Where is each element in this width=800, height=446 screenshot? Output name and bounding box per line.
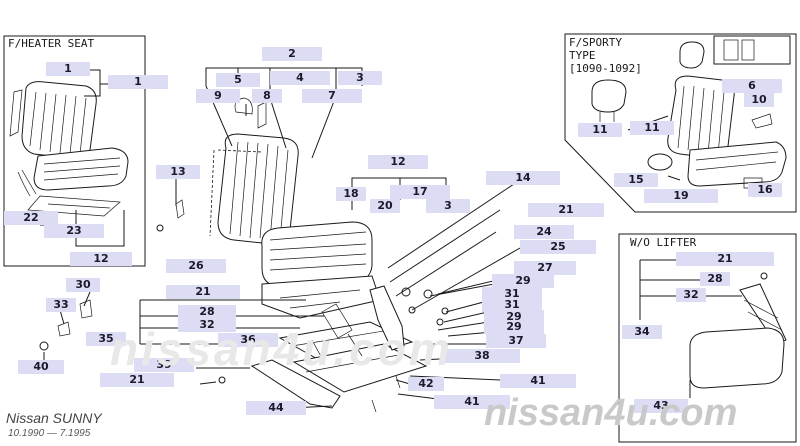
- callout-4[interactable]: 5: [216, 73, 260, 87]
- callout-6[interactable]: 3: [338, 71, 382, 85]
- callout-22[interactable]: 24: [514, 225, 574, 239]
- callout-46[interactable]: 11: [578, 123, 622, 137]
- callout-30[interactable]: 33: [46, 298, 76, 312]
- callout-28[interactable]: 31: [482, 287, 542, 301]
- callout-11[interactable]: 12: [368, 155, 428, 169]
- callout-19[interactable]: 23: [44, 224, 104, 238]
- heater-seat-title: F/HEATER SEAT: [8, 37, 95, 50]
- callout-24[interactable]: 27: [514, 261, 576, 275]
- callout-45[interactable]: 41: [434, 395, 510, 409]
- callout-39[interactable]: 38: [444, 349, 520, 363]
- sporty-type-frame: [564, 33, 797, 213]
- callout-21[interactable]: 26: [166, 259, 226, 273]
- callout-44[interactable]: 44: [246, 401, 306, 415]
- callout-40[interactable]: 39: [134, 358, 194, 372]
- callout-49[interactable]: 10: [744, 93, 774, 107]
- watermark-center: nissan4u.com: [110, 323, 453, 375]
- wo-lifter-title: W/O LIFTER: [630, 236, 697, 249]
- main-seat-cushion: [261, 221, 381, 319]
- callout-17[interactable]: 21: [528, 203, 604, 217]
- callout-14[interactable]: 20: [370, 199, 400, 213]
- callout-7[interactable]: 9: [196, 89, 240, 103]
- callout-25[interactable]: 30: [66, 278, 100, 292]
- callout-56[interactable]: 34: [622, 325, 662, 339]
- model-years: 10.1990 — 7.1995: [8, 428, 91, 439]
- seat-rails: [156, 199, 449, 413]
- callout-2[interactable]: 2: [262, 47, 322, 61]
- callout-53[interactable]: 21: [676, 252, 774, 266]
- callout-18[interactable]: 22: [4, 211, 58, 225]
- watermark: nissan4u.com: [484, 392, 738, 434]
- callout-43[interactable]: 41: [500, 374, 576, 388]
- callout-27[interactable]: 29: [492, 274, 554, 288]
- callout-34[interactable]: 29: [484, 320, 544, 334]
- callout-37[interactable]: 37: [486, 334, 546, 348]
- main-seat-back: [209, 97, 299, 245]
- callout-31[interactable]: 28: [178, 305, 236, 319]
- lifter-drawing: [639, 259, 787, 398]
- callout-42[interactable]: 42: [408, 377, 444, 391]
- callout-16[interactable]: 3: [426, 199, 470, 213]
- callout-57[interactable]: 43: [634, 399, 688, 413]
- callout-23[interactable]: 25: [520, 240, 596, 254]
- sporty-drawing: [591, 35, 791, 189]
- callout-9[interactable]: 7: [302, 89, 362, 103]
- wo-lifter-frame: [618, 233, 797, 443]
- callout-52[interactable]: 16: [748, 183, 782, 197]
- callout-55[interactable]: 32: [676, 288, 706, 302]
- callout-29[interactable]: 31: [482, 298, 542, 312]
- callout-48[interactable]: 6: [722, 79, 782, 93]
- model-name: Nissan SUNNY: [6, 410, 102, 426]
- callout-15[interactable]: 17: [390, 185, 450, 199]
- callout-50[interactable]: 15: [614, 173, 658, 187]
- callout-36[interactable]: 36: [218, 333, 278, 347]
- callout-13[interactable]: 18: [336, 187, 366, 201]
- callout-12[interactable]: 14: [486, 171, 560, 185]
- callout-26[interactable]: 21: [166, 285, 240, 299]
- sporty-type-title: F/SPORTY TYPE [1090-1092]: [569, 36, 642, 75]
- callout-8[interactable]: 8: [252, 89, 282, 103]
- callout-1[interactable]: 1: [46, 62, 90, 76]
- callout-47[interactable]: 11: [630, 121, 674, 135]
- heater-seat-frame: [3, 35, 146, 267]
- callout-32[interactable]: 32: [178, 318, 236, 332]
- callout-3[interactable]: 1: [108, 75, 168, 89]
- callout-10[interactable]: 13: [156, 165, 200, 179]
- callout-54[interactable]: 28: [700, 272, 730, 286]
- callout-20[interactable]: 12: [70, 252, 132, 266]
- callout-38[interactable]: 40: [18, 360, 64, 374]
- callout-41[interactable]: 21: [100, 373, 174, 387]
- callout-5[interactable]: 4: [270, 71, 330, 85]
- callout-51[interactable]: 19: [644, 189, 718, 203]
- callout-35[interactable]: 35: [86, 332, 126, 346]
